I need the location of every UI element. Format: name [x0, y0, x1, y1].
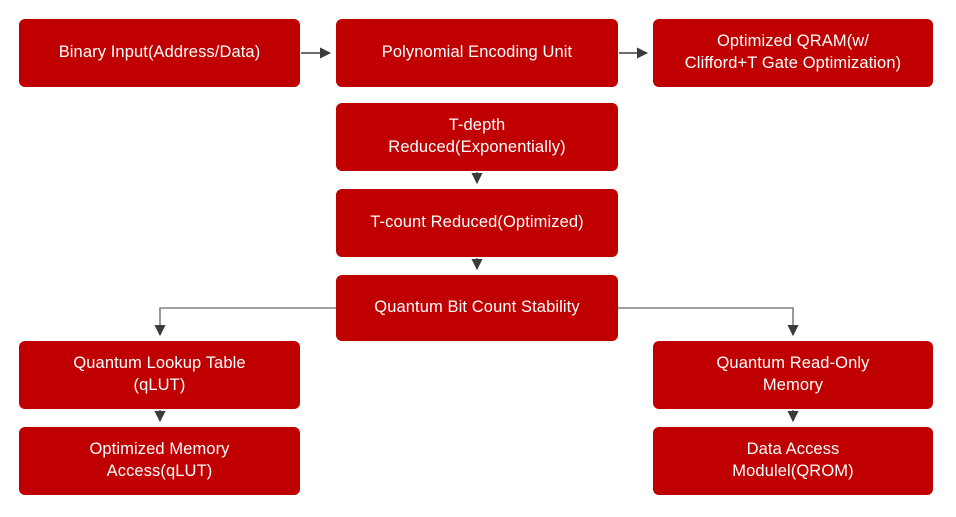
node-t-count-reduced-label: T-count Reduced(Optimized): [370, 213, 584, 232]
node-optimized-qram-label: Optimized QRAM(w/ Clifford+T Gate Optimi…: [684, 32, 902, 72]
edge-stability-to-quantum-read-only-memory: [618, 307, 799, 337]
node-quantum-lookup-table[interactable]: Quantum Lookup Table (qLUT): [19, 341, 300, 409]
node-quantum-read-only-memory[interactable]: Quantum Read-Only Memory: [653, 341, 933, 409]
node-optimized-memory-access-label: Optimized Memory Access(qLUT): [89, 440, 230, 480]
node-quantum-read-only-memory-label: Quantum Read-Only Memory: [716, 354, 870, 394]
node-optimized-memory-access[interactable]: Optimized Memory Access(qLUT): [19, 427, 300, 495]
node-quantum-lookup-table-label: Quantum Lookup Table (qLUT): [73, 354, 246, 394]
node-binary-input[interactable]: Binary Input(Address/Data): [19, 19, 300, 87]
node-quantum-bit-count-stability-label: Quantum Bit Count Stability: [374, 298, 580, 317]
node-quantum-bit-count-stability[interactable]: Quantum Bit Count Stability: [336, 275, 618, 341]
node-data-access-module[interactable]: Data Access Modulel(QROM): [653, 427, 933, 495]
node-binary-input-label: Binary Input(Address/Data): [58, 43, 261, 62]
node-t-depth-reduced-label: T-depth Reduced(Exponentially): [388, 116, 566, 156]
edge-stability-to-quantum-lookup-table: [154, 307, 336, 337]
node-t-count-reduced[interactable]: T-count Reduced(Optimized): [336, 189, 618, 257]
node-optimized-qram[interactable]: Optimized QRAM(w/ Clifford+T Gate Optimi…: [653, 19, 933, 87]
node-data-access-module-label: Data Access Modulel(QROM): [732, 440, 854, 480]
node-t-depth-reduced[interactable]: T-depth Reduced(Exponentially): [336, 103, 618, 171]
node-polynomial-encoding-unit[interactable]: Polynomial Encoding Unit: [336, 19, 618, 87]
node-polynomial-encoding-unit-label: Polynomial Encoding Unit: [381, 43, 573, 62]
